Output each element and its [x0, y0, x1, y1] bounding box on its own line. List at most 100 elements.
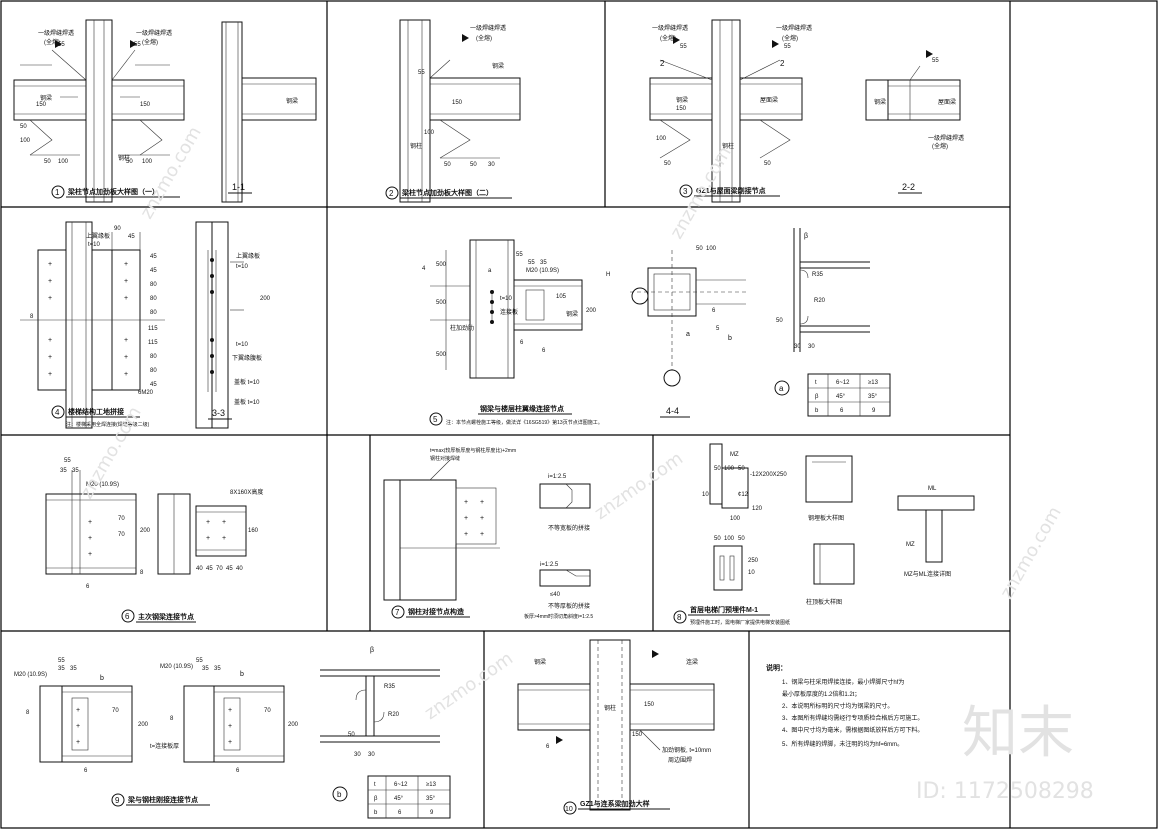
panel-5-detail-a: R35 R20 50 30 30 β	[776, 228, 870, 352]
p3-weld-55a: 55	[680, 44, 687, 50]
svg-text:+: +	[464, 531, 468, 538]
p5b-dim-30b: 30	[808, 344, 815, 350]
p9-bolt-b: M20 (10.9S)	[160, 664, 193, 670]
p1-dim-150a: 150	[36, 102, 47, 108]
panel-8-texts: MZ 50 100 50 -12X200X250 10 ¢12 120 100 …	[702, 452, 951, 606]
p5-t10: t=10	[500, 296, 513, 302]
p1s-label-beam: 钢梁	[286, 97, 298, 105]
p5t-r2c1: 6	[840, 408, 844, 414]
p9-number-circle	[111, 793, 125, 807]
p8-ml: ML	[928, 486, 937, 492]
p3-sec-2a: 2	[660, 59, 665, 68]
p4-number-circle	[51, 405, 65, 419]
svg-text:+: +	[228, 739, 232, 746]
p2-number: 2	[389, 189, 394, 198]
p8-subtitle: 预埋件施工时，需电梯厂家提供电梯安装图纸	[690, 619, 790, 626]
p4-dim-80b: 80	[150, 296, 157, 302]
p8-dim-10b: 10	[748, 570, 755, 576]
panel-10-title: 10 GZ1与连系梁加劲大样	[563, 799, 670, 815]
panel-3-gz1-roof-beam	[649, 19, 803, 203]
notes-block: 说明： 1、钢梁与柱采用焊接连接，最小焊脚尺寸hf为 最小厚板厚度的1.2倍和1…	[766, 663, 923, 748]
panel-5-beam-flange-joint	[430, 239, 583, 379]
p5t-r2c2: 9	[872, 408, 876, 414]
p8-plate: -12X200X250	[750, 472, 787, 478]
p3-note-d: (全熔)	[782, 34, 798, 42]
p1-beam-l: 钢梁	[40, 94, 52, 102]
p4s-t10b: t=10	[236, 342, 249, 348]
p9b-dim-30b: 30	[368, 752, 375, 758]
svg-text:+: +	[480, 499, 484, 506]
panel-4-section-dots	[210, 258, 214, 374]
p4s-flange: 上翼缘板	[236, 252, 260, 260]
p8-number-circle	[673, 610, 687, 624]
panel-3-texts: 一级焊缝焊透 一级焊缝焊透 (全熔) (全熔) 钢梁 屋面梁 150 100 5…	[652, 24, 812, 167]
panel-5-bolts	[490, 290, 494, 324]
p1-dim-100a: 100	[58, 159, 69, 165]
wm-brand-big: 知末	[962, 701, 1074, 766]
p4-bolts: 6M20	[138, 390, 154, 396]
svg-text:+: +	[48, 261, 52, 268]
p7-number-circle	[391, 605, 405, 619]
svg-text:+: +	[48, 354, 52, 361]
p8-dim-50b: 50	[738, 466, 745, 472]
panel-5-texts: M20 (10.9S) t=10 500 500 500 200 55 55 3…	[422, 252, 610, 358]
panel-4-title: 4 楼梯结构工地拼接 注：楼梯采用全焊连接(焊缝等级二级)	[51, 405, 150, 428]
p3-note-c: (全熔)	[660, 34, 676, 42]
p1-dim-50a: 50	[44, 159, 51, 165]
p5-h: H	[606, 272, 610, 278]
p6-dim-70b: 70	[118, 532, 125, 538]
p6-dim-35a: 35	[60, 468, 67, 474]
svg-text:+: +	[222, 519, 226, 526]
p8-mz-b: MZ	[906, 542, 915, 548]
p9t-r2c1: 6	[398, 810, 402, 816]
p3-number-circle	[679, 184, 693, 198]
panel-6-bolts: +++ ++ ++	[88, 519, 226, 558]
p4-title: 楼梯结构工地拼接	[68, 407, 124, 416]
p1-dim-50c: 50	[20, 124, 27, 130]
p2-note-b: (全熔)	[476, 34, 492, 42]
svg-text:+: +	[124, 295, 128, 302]
p9b-beta: β	[370, 647, 374, 654]
note-5: 5、所有焊缝的焊脚，未注明的均为hf=6mm。	[782, 740, 903, 748]
p8-title: 首层电梯门预埋件M-1	[690, 605, 758, 614]
panel-9-beam-column-rigid	[39, 685, 285, 763]
p6-dim-40a: 40	[196, 566, 203, 572]
p4-dim-90: 90	[114, 226, 121, 232]
p10-number-circle	[563, 801, 577, 815]
p2-dim-30: 30	[488, 162, 495, 168]
panel-9-detail-b: R35 R20 β 50 30 30	[320, 647, 440, 758]
p5-dim-500a: 500	[436, 262, 447, 268]
p2-dim-150: 150	[452, 100, 463, 106]
p4-dim-45d: 45	[150, 382, 157, 388]
watermark-layer: znzmo.com znzmo.com znzmo.com znzmo.com …	[76, 123, 1094, 804]
p5b-r20: R20	[814, 298, 826, 304]
p4-dim-80c: 80	[150, 310, 157, 316]
p5b-weld-5: 5	[716, 326, 720, 332]
p8-dim-50c: 50	[714, 536, 721, 542]
p5b-dim-50b: 50	[776, 318, 783, 324]
p3-title: GZ1与屋面梁刚接节点	[696, 186, 766, 195]
p4-subtitle: 注：楼梯采用全焊连接(焊缝等级二级)	[66, 421, 150, 428]
p5t-label: a	[779, 384, 784, 393]
p9b-r35: R35	[384, 684, 396, 690]
p4-dim-80d: 80	[150, 354, 157, 360]
p10-weld-6: 6	[546, 744, 550, 750]
p6-dim-35b: 35	[72, 468, 79, 474]
panel-1-title: 1 梁柱节点加劲板大样图（一）	[51, 185, 180, 199]
p4-dim-45b: 45	[150, 254, 157, 260]
note-1b: 最小厚板厚度的1.2倍和1.2t；	[782, 690, 860, 698]
p3s-title: 2-2	[902, 182, 915, 192]
p6-dim-45a: 45	[206, 566, 213, 572]
p9t-r0c0: t	[374, 782, 376, 788]
p9-weld-6a: 6	[84, 768, 88, 774]
panel-10-texts: 钢梁 连梁 钢柱 150 150 6 加劲钢板, t=10mm 周边围焊	[534, 658, 711, 764]
svg-text:+: +	[76, 707, 80, 714]
panel-8-elevator-embed	[709, 443, 975, 591]
panel-6-main-secondary-beam	[45, 470, 247, 575]
panel-1-beam-column-stiffener-1	[13, 19, 185, 203]
p8-mz: MZ	[730, 452, 739, 458]
p7-note: 板厚>4mm时须切角斜度i=1:2.5	[524, 613, 593, 620]
p3-column: 钢柱	[722, 142, 734, 150]
panel-4-texts: 上翼缘板 t=10 90 45 45 45 80 80 80 115 115 8…	[30, 226, 158, 396]
p4-dim-115b: 115	[148, 340, 158, 346]
